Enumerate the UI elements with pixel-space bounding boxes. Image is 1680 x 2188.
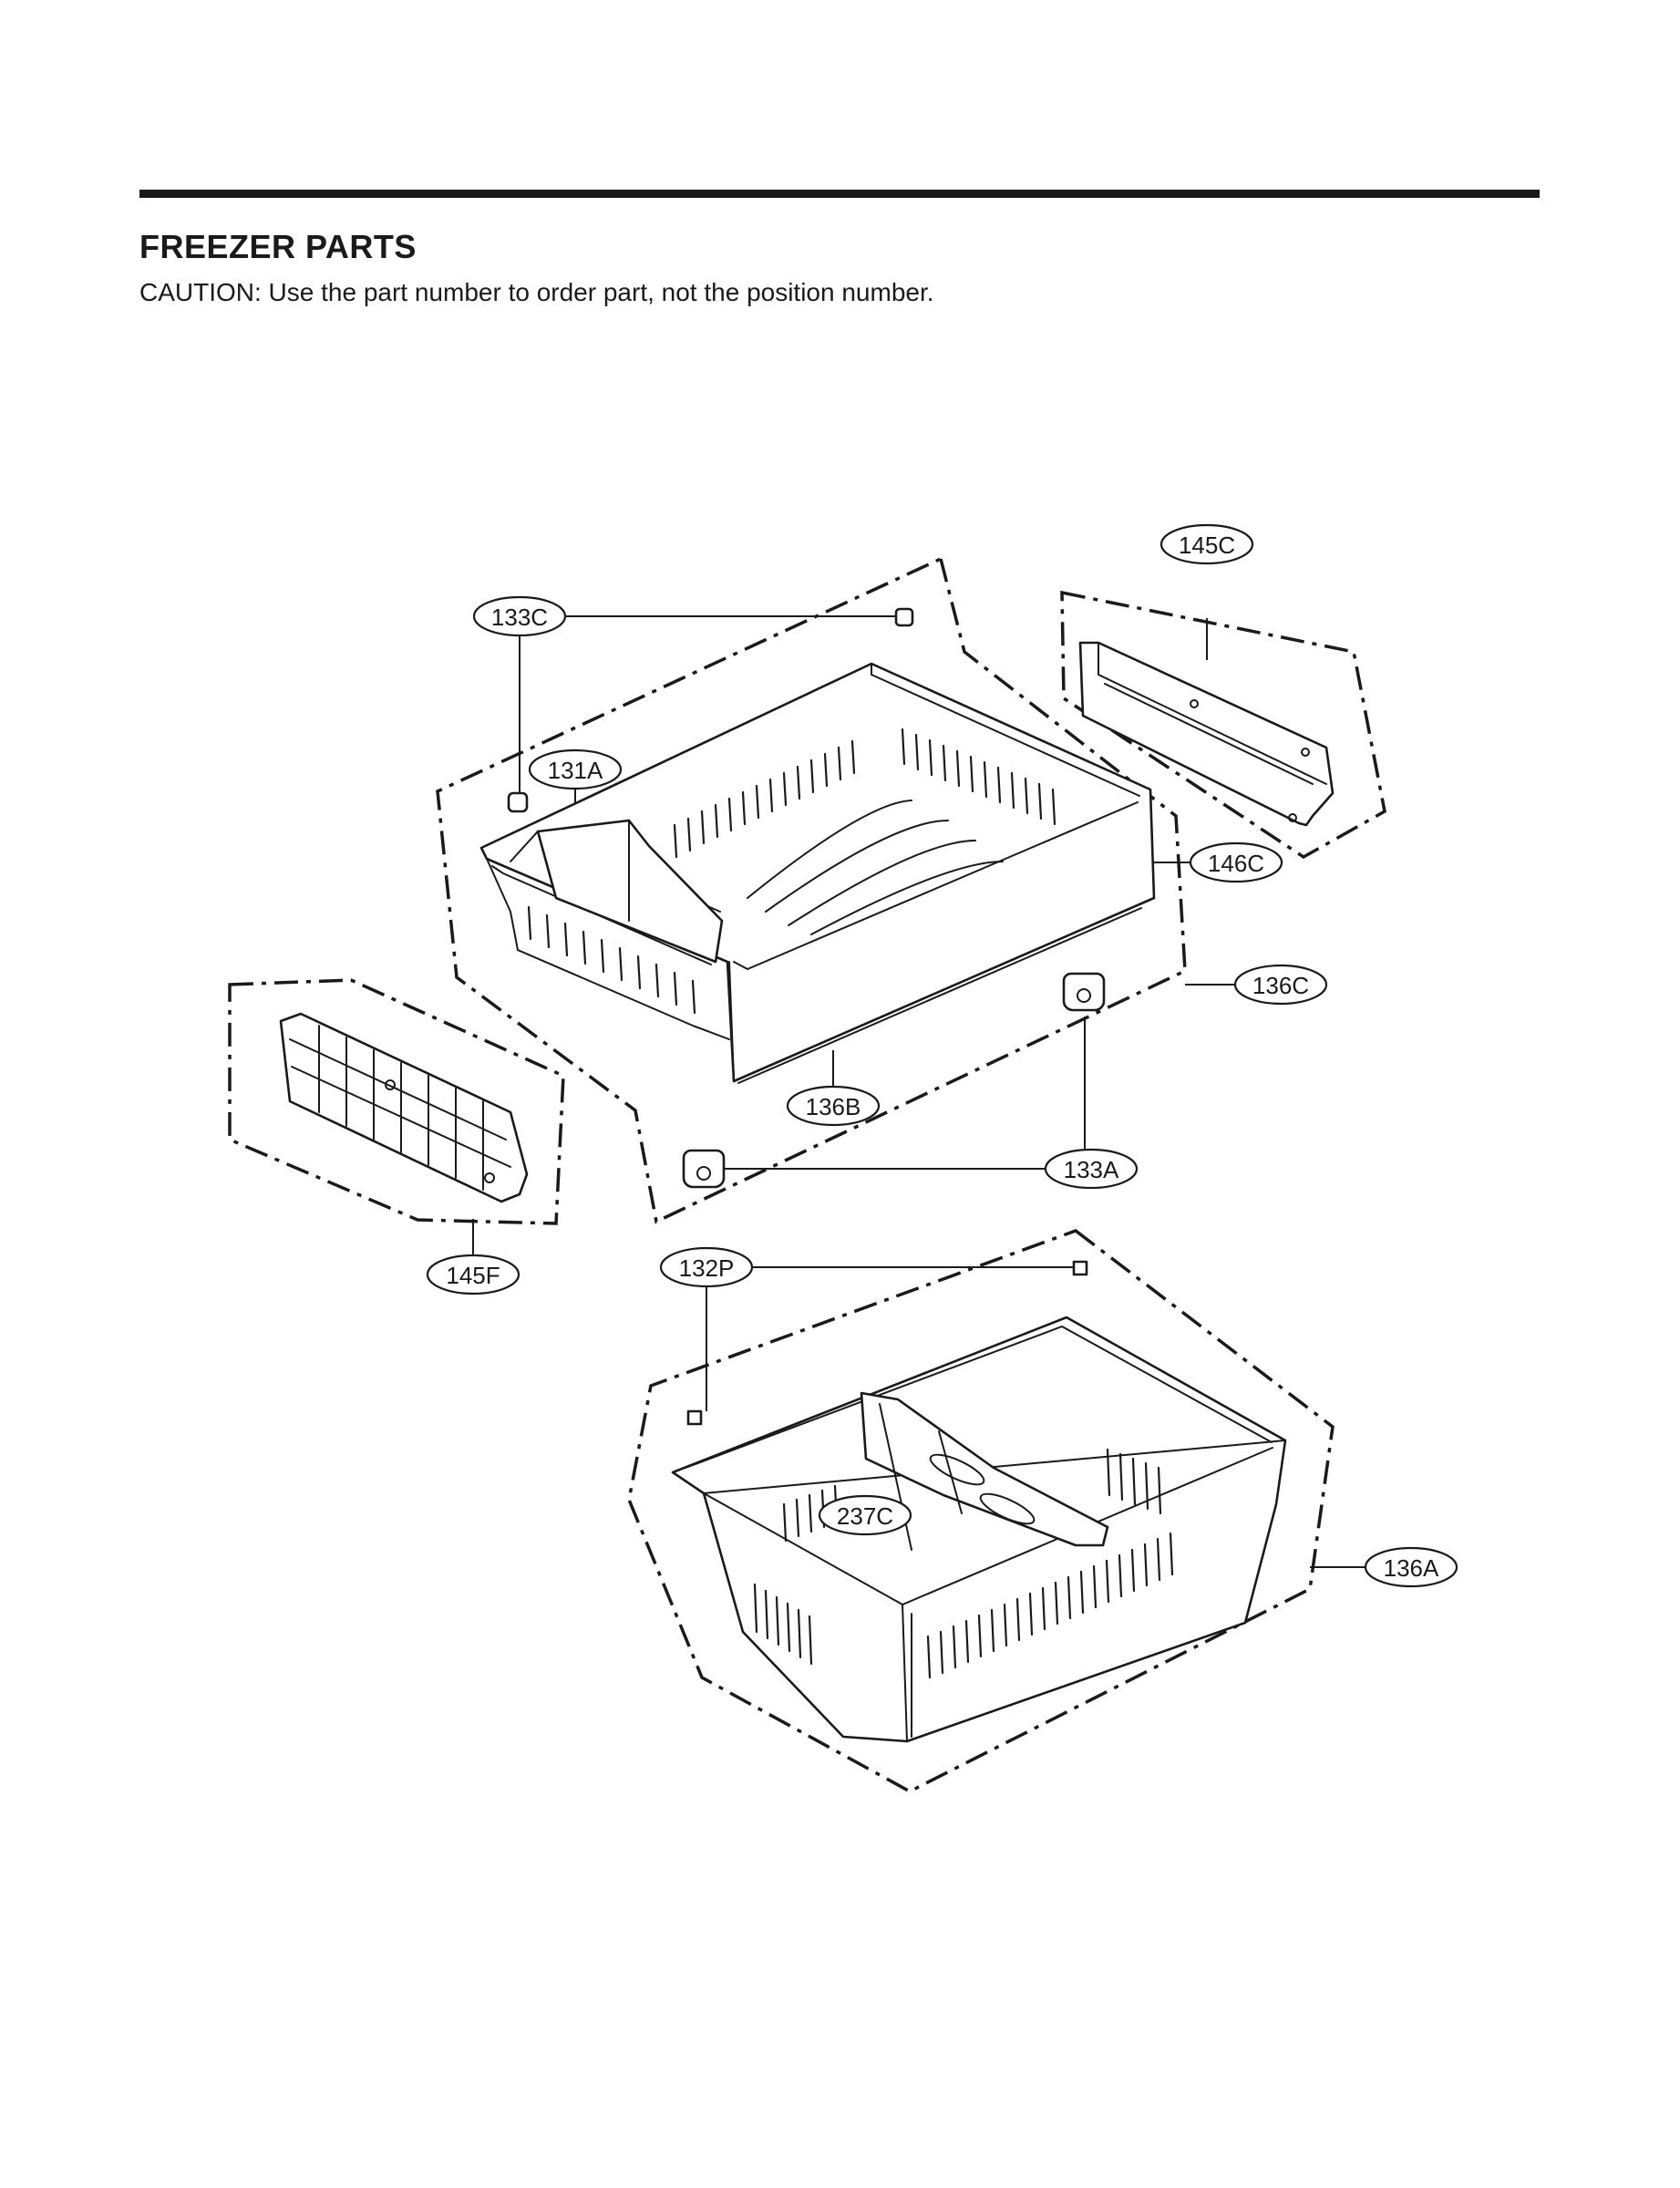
stopper-133C-right (894, 607, 914, 627)
callout-237C[interactable]: 237C (818, 1494, 912, 1536)
side-guide-group-outline (228, 978, 565, 1225)
callout-label: 146C (1208, 850, 1264, 877)
callout-label: 136B (806, 1093, 861, 1120)
callout-132P[interactable]: 132P (659, 1246, 754, 1288)
top-rule (139, 190, 1540, 198)
roller-133A-right (1062, 972, 1106, 1012)
callout-133C[interactable]: 133C (472, 595, 567, 637)
clip-132P-right (1072, 1260, 1088, 1276)
callout-136C[interactable]: 136C (1233, 964, 1328, 1006)
rail-145C (1078, 641, 1335, 827)
callout-label: 136A (1384, 1554, 1439, 1582)
callout-131A[interactable]: 131A (528, 748, 623, 790)
callout-label: 131A (548, 757, 603, 784)
callout-145F[interactable]: 145F (426, 1254, 520, 1295)
callout-label: 133C (491, 604, 548, 631)
callout-label: 133A (1064, 1156, 1119, 1183)
upper-drawer-group-outline (436, 556, 1187, 1224)
upper-drawer (479, 662, 1156, 1084)
rail-group-outline (1060, 590, 1386, 860)
callout-label: 136C (1252, 972, 1309, 999)
callout-label: 132P (679, 1254, 735, 1282)
callout-133A[interactable]: 133A (1044, 1148, 1139, 1190)
front-wall-vents (527, 905, 696, 1015)
callout-136A[interactable]: 136A (1364, 1546, 1458, 1588)
callout-label: 145C (1179, 532, 1235, 559)
callout-label: 237C (837, 1502, 893, 1530)
callout-145C[interactable]: 145C (1160, 523, 1254, 565)
callout-136B[interactable]: 136B (786, 1085, 881, 1127)
side-guide-145F (279, 1012, 529, 1203)
roller-133A-left (682, 1149, 726, 1189)
callout-label: 145F (446, 1262, 500, 1289)
clip-132P-left (686, 1409, 703, 1426)
page-title: FREEZER PARTS (139, 228, 417, 265)
back-wall-vents (673, 728, 1056, 859)
basket-front-vents (753, 1532, 1174, 1679)
stopper-133C-left (507, 791, 529, 813)
lower-basket-group-outline (627, 1229, 1335, 1793)
caution-note: CAUTION: Use the part number to order pa… (139, 278, 934, 306)
lower-basket (671, 1316, 1287, 1743)
callout-146C[interactable]: 146C (1189, 841, 1283, 883)
